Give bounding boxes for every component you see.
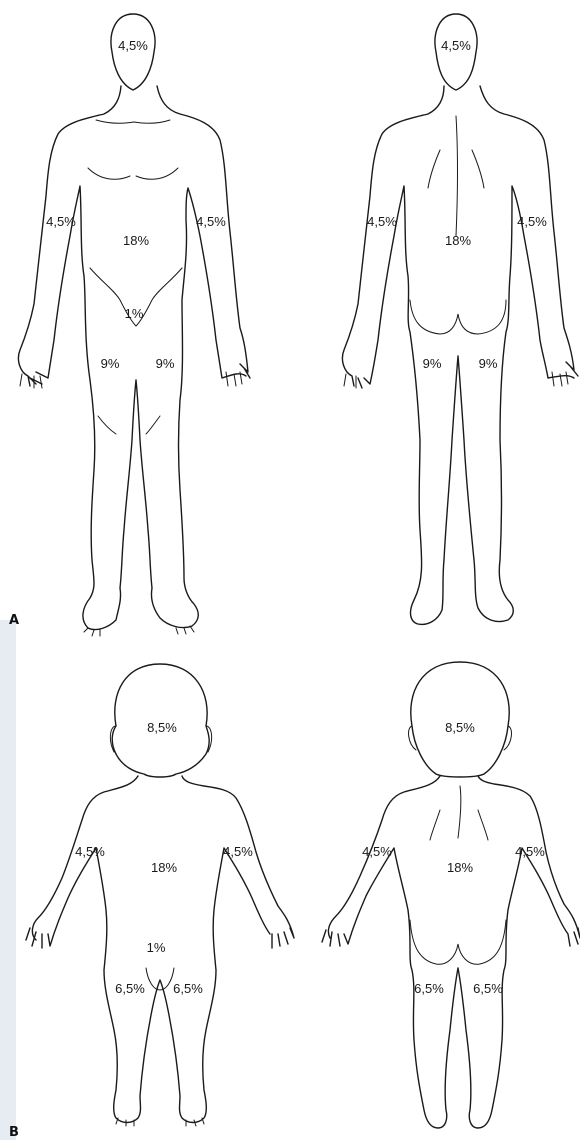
adult-front-knees — [98, 416, 160, 434]
child-front-right-leg-label: 6,5% — [115, 981, 145, 996]
child-back-right-arm-label: 4,5% — [515, 844, 545, 859]
adult-back-head-label: 4,5% — [441, 38, 471, 53]
adult-front-right-leg-label: 9% — [101, 356, 120, 371]
child-front-head-label: 8,5% — [147, 720, 177, 735]
adult-front-hands-fingers — [20, 372, 242, 388]
adult-front-head-label: 4,5% — [118, 38, 148, 53]
child-back-left-arm-label: 4,5% — [362, 844, 392, 859]
adult-front-genital-label: 1% — [125, 306, 144, 321]
child-front-right-arm-label: 4,5% — [75, 844, 105, 859]
child-front-genital-label: 1% — [147, 940, 166, 955]
scan-edge-shade — [0, 620, 16, 1140]
child-back-spine — [430, 786, 488, 840]
adult-front-body-outline — [18, 86, 250, 630]
adult-back-left-arm-label: 4,5% — [367, 214, 397, 229]
child-front-left-leg-label: 6,5% — [173, 981, 203, 996]
adult-front-figure — [18, 14, 250, 636]
child-back-buttocks — [410, 920, 506, 964]
adult-back-left-leg-label: 9% — [423, 356, 442, 371]
adult-back-figure — [342, 14, 578, 624]
adult-back-spine — [428, 116, 484, 236]
child-back-body-outline — [322, 776, 580, 1128]
child-back-left-leg-label: 6,5% — [414, 981, 444, 996]
child-front-groin — [146, 968, 174, 990]
child-back-right-leg-label: 6,5% — [473, 981, 503, 996]
adult-back-body-outline — [342, 86, 578, 624]
child-front-left-arm-label: 4,5% — [223, 844, 253, 859]
adult-front-chest — [88, 168, 178, 179]
adult-front-right-arm-label: 4,5% — [46, 214, 76, 229]
adult-back-right-leg-label: 9% — [479, 356, 498, 371]
adult-front-clavicle — [96, 120, 170, 123]
adult-back-buttocks — [410, 300, 506, 334]
panel-b-letter: B — [9, 1125, 19, 1140]
adult-front-left-leg-label: 9% — [156, 356, 175, 371]
adult-back-trunk-label: 18% — [445, 233, 471, 248]
child-front-trunk-label: 18% — [151, 860, 177, 875]
child-back-trunk-label: 18% — [447, 860, 473, 875]
adult-back-right-arm-label: 4,5% — [517, 214, 547, 229]
adult-front-trunk-label: 18% — [123, 233, 149, 248]
child-back-head-label: 8,5% — [445, 720, 475, 735]
adult-front-left-arm-label: 4,5% — [196, 214, 226, 229]
panel-a-letter: A — [9, 613, 19, 628]
